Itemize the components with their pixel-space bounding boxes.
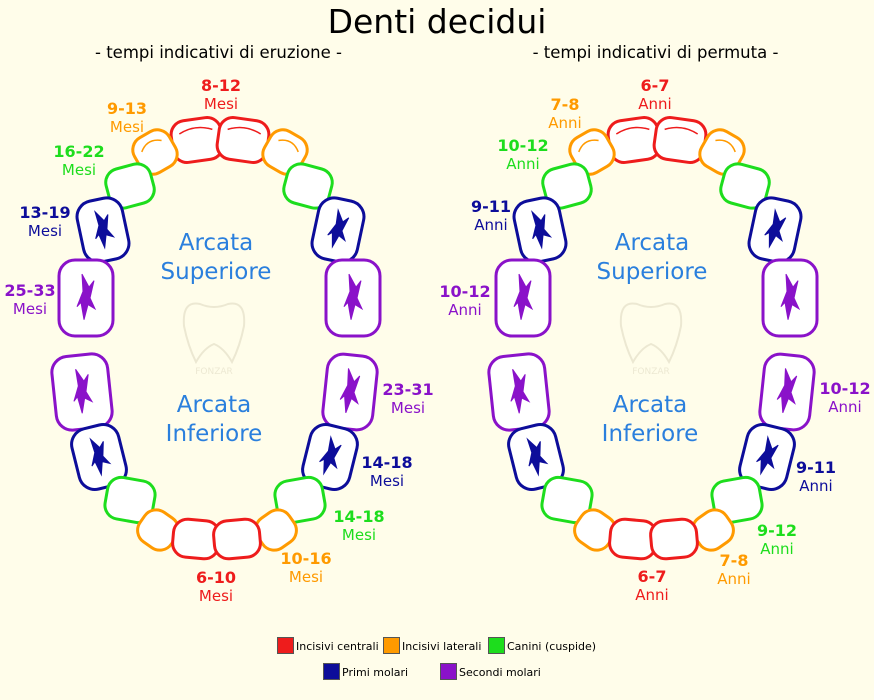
upper-canine-left — [282, 162, 334, 210]
lower-second-molar-right — [50, 352, 114, 432]
lower-arch-word-2: Inferiore — [601, 421, 699, 447]
upper-arch-word-2: Superiore — [596, 259, 708, 285]
lower-arch-word-1: Arcata — [176, 392, 252, 418]
upper-first-molar-left — [747, 196, 803, 264]
watermark-text: FONZAR — [195, 367, 233, 377]
lower-arch-label-left: Arcata Inferiore — [114, 391, 314, 449]
lower-arch-word-2: Inferiore — [165, 421, 263, 447]
legend-swatch — [440, 663, 457, 680]
upper-first-molar-right — [512, 196, 568, 264]
subtitle-exfoliation: - tempi indicativi di permuta - — [532, 43, 779, 62]
upper-first-molar-right — [75, 196, 131, 264]
lower-canine-right — [540, 475, 594, 525]
lower-first-molar-right — [70, 423, 128, 491]
lower-canine-right — [103, 475, 157, 525]
upper-canine-right — [541, 162, 593, 210]
lower-canine-left — [710, 475, 764, 525]
upper-second-molar-right — [494, 258, 552, 338]
legend-swatch — [323, 663, 340, 680]
lower-central-incisor-left — [649, 517, 699, 561]
subtitle-eruption: - tempi indicativi di eruzione - — [95, 43, 342, 62]
legend-swatch — [383, 637, 400, 654]
upper-second-molar-left — [761, 258, 819, 338]
legend-swatch — [277, 637, 294, 654]
lower-central-incisor-left — [212, 517, 262, 561]
lower-canine-left — [273, 475, 327, 525]
lower-second-molar-left — [758, 352, 816, 432]
upper-arch-word-1: Arcata — [614, 230, 690, 256]
lower-second-molar-right — [487, 352, 551, 432]
upper-canine-left — [719, 162, 771, 210]
upper-arch-word-1: Arcata — [178, 230, 254, 256]
lower-arch-word-1: Arcata — [612, 392, 688, 418]
upper-lateral-incisor-right — [131, 128, 179, 176]
upper-first-molar-left — [310, 196, 366, 264]
exfoliation-diagram: FONZAR — [487, 116, 819, 561]
lower-arch-label-right: Arcata Inferiore — [550, 391, 750, 449]
lower-first-molar-left — [738, 423, 796, 491]
eruption-diagram: FONZAR — [50, 116, 382, 561]
upper-arch-label-left: Arcata Superiore — [116, 229, 316, 287]
upper-second-molar-left — [324, 258, 382, 338]
lower-first-molar-right — [507, 423, 565, 491]
watermark-logo: FONZAR — [182, 302, 246, 377]
watermark-text: FONZAR — [632, 367, 670, 377]
upper-lateral-incisor-right — [568, 128, 616, 176]
watermark-logo: FONZAR — [619, 302, 683, 377]
upper-second-molar-right — [57, 258, 115, 338]
upper-arch-label-right: Arcata Superiore — [552, 229, 752, 287]
upper-canine-right — [104, 162, 156, 210]
upper-arch-word-2: Superiore — [160, 259, 272, 285]
legend-swatch — [488, 637, 505, 654]
diagram-title: Denti decidui — [327, 2, 547, 41]
